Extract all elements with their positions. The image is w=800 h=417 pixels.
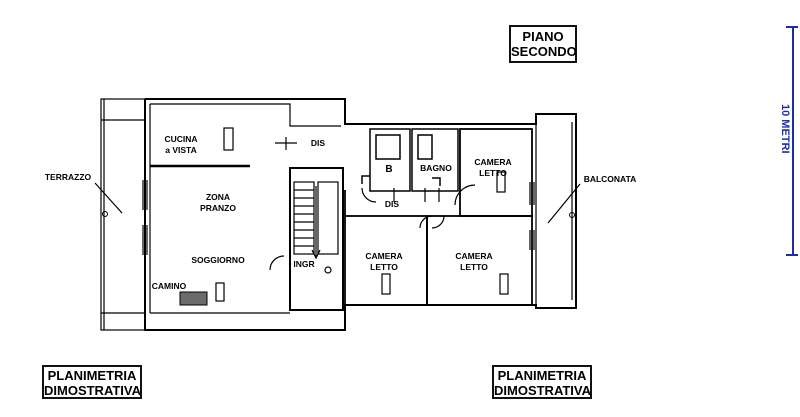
label-dis-mid: DIS bbox=[385, 199, 400, 209]
label-camera-bc-2: LETTO bbox=[370, 262, 398, 272]
floor-title-line2: SECONDO bbox=[511, 44, 577, 59]
door-swings bbox=[269, 184, 476, 271]
label-zona-1: ZONA bbox=[206, 192, 230, 202]
label-cucina-1: CUCINA bbox=[164, 134, 197, 144]
wall-markers bbox=[142, 137, 535, 255]
footer-label-left: PLANIMETRIA DIMOSTRATIVA bbox=[42, 365, 142, 399]
label-balconata: BALCONATA bbox=[584, 174, 637, 184]
label-camera-br-2: LETTO bbox=[460, 262, 488, 272]
balcony-drain bbox=[569, 212, 575, 218]
terrazzo-leader bbox=[94, 182, 123, 214]
scale-bar bbox=[792, 26, 794, 256]
balcony-right bbox=[535, 113, 577, 309]
fireplace bbox=[179, 291, 208, 306]
terrace-drain bbox=[102, 211, 108, 217]
label-camera-tr-2: LETTO bbox=[479, 168, 507, 178]
label-dis-top: DIS bbox=[311, 138, 326, 148]
fixtures bbox=[215, 127, 509, 302]
footer-label-right: PLANIMETRIA DIMOSTRATIVA bbox=[492, 365, 592, 399]
label-soggiorno: SOGGIORNO bbox=[191, 255, 245, 265]
scale-bar-top-tick bbox=[786, 26, 798, 28]
footer-right-line1: PLANIMETRIA bbox=[497, 368, 587, 383]
interior-wall-outline bbox=[149, 103, 341, 314]
label-b: B bbox=[385, 164, 392, 175]
label-bagno: BAGNO bbox=[420, 163, 452, 173]
floor-title: PIANO SECONDO bbox=[509, 25, 577, 63]
footer-left-line1: PLANIMETRIA bbox=[47, 368, 137, 383]
balconata-leader bbox=[547, 183, 581, 224]
exterior-walls bbox=[144, 98, 577, 331]
footer-left-line2: DIMOSTRATIVA bbox=[44, 383, 142, 398]
floor-title-line1: PIANO bbox=[522, 29, 564, 44]
label-cucina-2: a VISTA bbox=[165, 145, 197, 155]
scale-bar-bottom-tick bbox=[786, 254, 798, 256]
bathroom-block bbox=[361, 128, 459, 192]
label-terrazzo: TERRAZZO bbox=[45, 172, 92, 182]
label-camera-bc-1: CAMERA bbox=[365, 251, 402, 261]
staircase bbox=[289, 167, 344, 311]
label-camera-tr-1: CAMERA bbox=[474, 157, 511, 167]
label-ingr: INGR bbox=[293, 259, 314, 269]
footer-right-line2: DIMOSTRATIVA bbox=[494, 383, 592, 398]
bedroom-walls bbox=[344, 128, 533, 306]
label-camino: CAMINO bbox=[152, 281, 187, 291]
label-zona-2: PRANZO bbox=[200, 203, 236, 213]
label-camera-br-1: CAMERA bbox=[455, 251, 492, 261]
